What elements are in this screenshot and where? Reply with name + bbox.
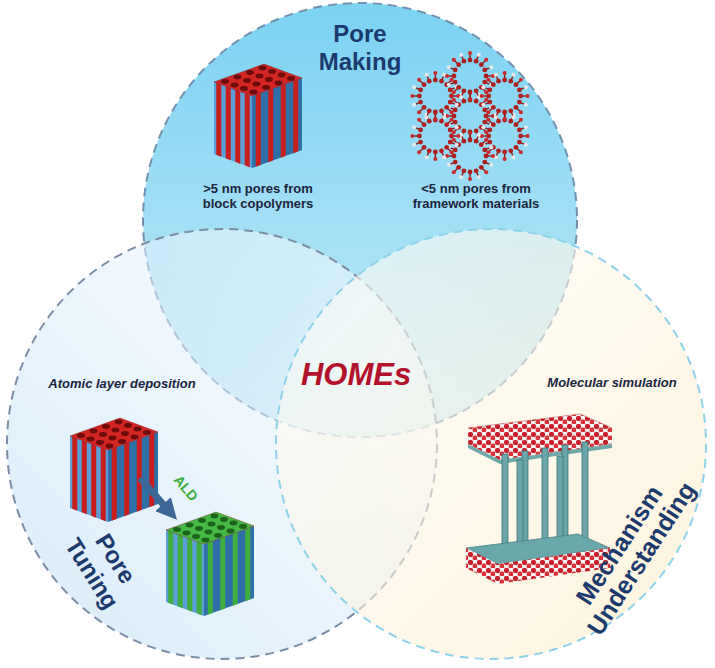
circle-title: Pore Making (300, 20, 420, 75)
membrane-blocks (70, 64, 302, 616)
method-label: Atomic layer deposition (27, 377, 217, 392)
center-title: HOMEs (291, 357, 421, 393)
pore-note: >5 nm pores from block copolymers (191, 182, 326, 212)
pore-note: <5 nm pores from framework materials (404, 182, 549, 212)
ald-arrow (140, 478, 170, 512)
circle-shape (276, 229, 706, 659)
framework-rings (410, 51, 529, 181)
method-label: Molecular simulation (522, 376, 702, 391)
simulation-model (466, 414, 612, 584)
